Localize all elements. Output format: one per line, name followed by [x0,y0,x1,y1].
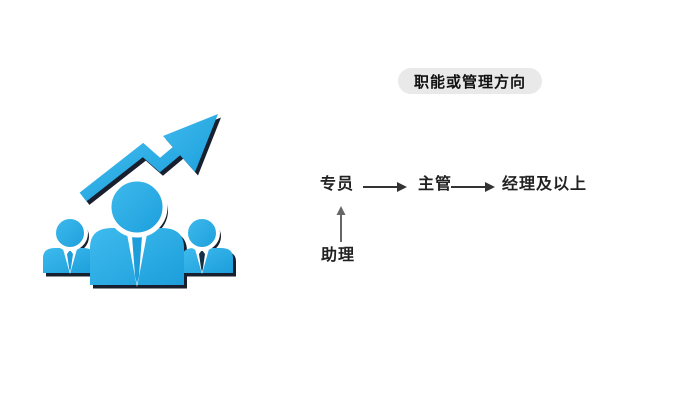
team-growth-illustration [43,114,236,289]
direction-badge-label: 职能或管理方向 [413,73,526,91]
person-center-icon [90,176,184,287]
flow-node-specialist: 专员 [320,176,355,193]
right-arrow-icon [451,182,495,192]
person-left-icon [43,215,95,274]
right-arrow-icon [363,182,407,192]
flow-node-manager-and-above: 经理及以上 [502,176,588,193]
flow-node-assistant: 助理 [321,247,356,264]
direction-badge: 职能或管理方向 [398,68,542,94]
person-right-icon [182,215,233,274]
trend-up-arrow-icon [79,114,218,202]
up-arrow-icon [336,206,346,242]
flow-node-supervisor: 主管 [418,176,453,193]
